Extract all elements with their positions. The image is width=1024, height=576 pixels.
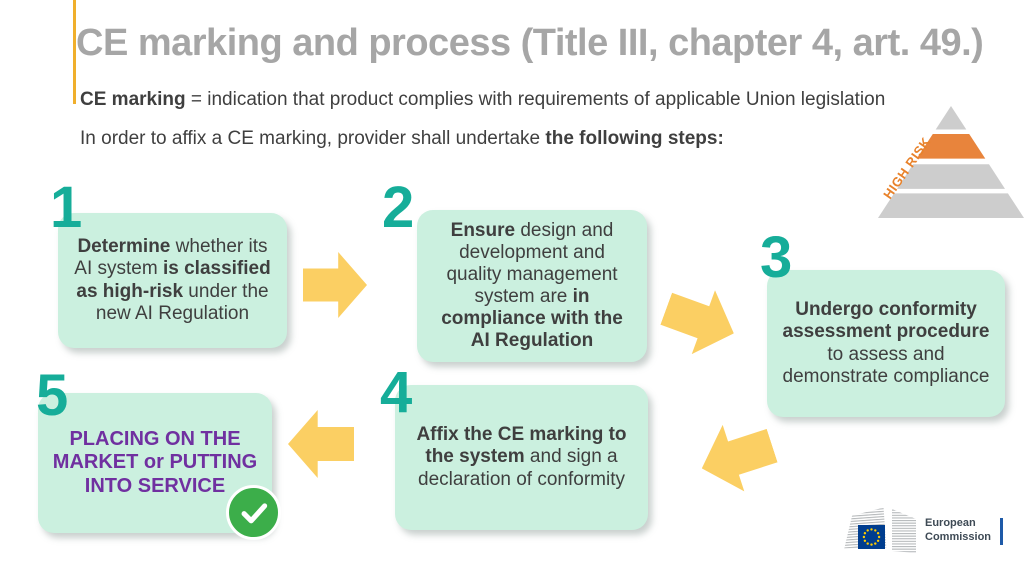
check-icon <box>226 485 281 540</box>
step-text-5: PLACING ON THE MARKET or PUTTING INTO SE… <box>52 428 258 497</box>
step-number-3: 3 <box>760 225 793 290</box>
step-number-1: 1 <box>50 175 83 240</box>
step-box-3: Undergo conformity assessment procedure … <box>767 270 1005 417</box>
arrow-down-right-icon <box>655 277 746 366</box>
arrow-down-left-icon <box>691 412 783 501</box>
intro-line-2: In order to affix a CE marking, provider… <box>80 128 724 149</box>
step-box-1: Determine whether its AI system is class… <box>58 213 287 348</box>
step-box-2: Ensure design and development and qualit… <box>417 210 647 362</box>
pyramid-tier-high-risk <box>916 134 986 159</box>
step-box-5: PLACING ON THE MARKET or PUTTING INTO SE… <box>38 393 272 533</box>
ec-logo-line-1: European <box>925 517 976 530</box>
ec-logo-bar <box>1000 517 1004 545</box>
ec-logo-line-2: Commission <box>925 531 992 543</box>
arrow-right-icon <box>303 252 367 318</box>
european-commission-logo: European Commission <box>843 505 1013 557</box>
step-text-4: Affix the CE marking to the system and s… <box>416 424 627 490</box>
step-number-5: 5 <box>36 363 69 428</box>
arrow-left-icon <box>288 410 354 478</box>
step-text-1: Determine whether its AI system is class… <box>74 236 271 324</box>
intro-line-1: CE marking = indication that product com… <box>80 89 886 110</box>
risk-pyramid: HIGH RISK <box>878 106 1024 220</box>
page-title: CE marking and process (Title III, chapt… <box>76 22 984 64</box>
eu-flag-icon <box>844 507 916 553</box>
pyramid-tier-3 <box>897 164 1005 189</box>
pyramid-tier-bottom <box>878 193 1024 218</box>
step-text-2: Ensure design and development and qualit… <box>441 219 623 352</box>
step-number-4: 4 <box>380 360 413 425</box>
accent-line <box>73 0 76 104</box>
step-number-2: 2 <box>382 175 415 240</box>
pyramid-tier-top <box>935 106 967 130</box>
step-text-3: Undergo conformity assessment procedure … <box>782 299 990 387</box>
step-box-4: Affix the CE marking to the system and s… <box>395 385 648 530</box>
ec-logo-text: European Commission <box>925 517 991 545</box>
